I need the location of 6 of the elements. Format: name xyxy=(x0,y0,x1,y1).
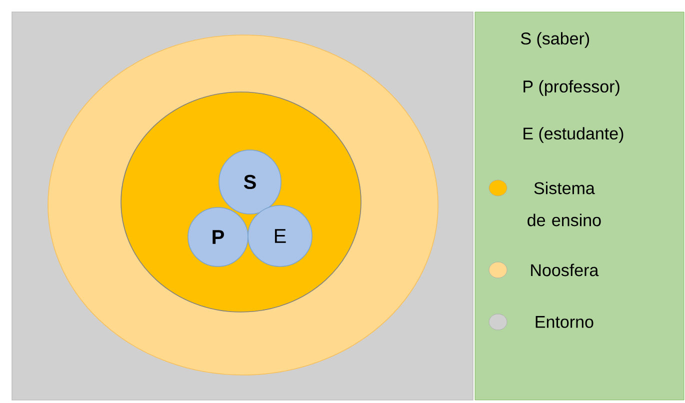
legend-text: Noosfera xyxy=(531,264,599,276)
legend-text: Entorno xyxy=(536,316,594,328)
legend-text: Sistema de ensino xyxy=(528,182,601,226)
legend-text: E (estudante) xyxy=(524,127,624,143)
legend-text: P (professor) xyxy=(524,80,620,96)
legend-text: S (saber) xyxy=(520,32,590,48)
